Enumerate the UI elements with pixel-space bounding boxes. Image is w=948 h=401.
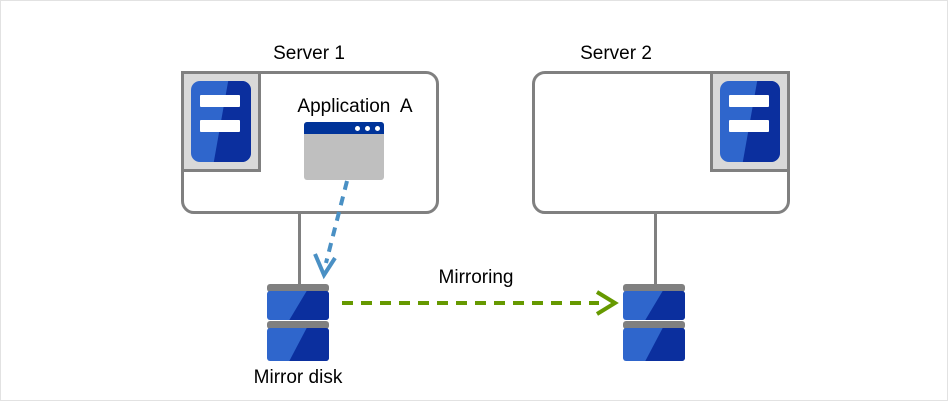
mirroring-arrow <box>342 290 619 316</box>
application-window-dot-1 <box>355 126 360 131</box>
disk-right-body-bottom <box>623 328 685 361</box>
disk-right-cap-top <box>623 284 685 292</box>
server1-disk-connector <box>298 213 301 286</box>
disk-right-cap-middle <box>623 321 685 329</box>
server2-bay-bar-bottom <box>729 120 769 132</box>
application-a-label: Application A <box>297 96 413 117</box>
server1-bay-icon <box>181 71 261 172</box>
application-window-dot-2 <box>365 126 370 131</box>
mirror-disk-right <box>623 284 685 364</box>
mirror-disk-label: Mirror disk <box>253 367 343 388</box>
server2-bay-icon <box>710 71 790 172</box>
server1-bay-unit <box>191 81 251 162</box>
application-window-icon <box>304 122 384 180</box>
server1-bay-bar-top <box>200 95 240 107</box>
server1-title: Server 1 <box>273 43 345 64</box>
server1-bay-bar-bottom <box>200 120 240 132</box>
application-window-dot-3 <box>375 126 380 131</box>
server2-title: Server 2 <box>580 43 652 64</box>
disk-left-body-top <box>267 291 329 320</box>
server2-chassis <box>532 71 790 214</box>
disk-left-cap-middle <box>267 321 329 329</box>
application-window-titlebar <box>304 122 384 134</box>
server2-bay-bar-top <box>729 95 769 107</box>
server1-chassis: Application A <box>181 71 439 214</box>
disk-left-cap-top <box>267 284 329 292</box>
mirroring-label: Mirroring <box>438 267 514 288</box>
disk-right-body-top <box>623 291 685 320</box>
disk-left-body-bottom <box>267 328 329 361</box>
mirror-disk-left <box>267 284 329 364</box>
server2-bay-unit <box>720 81 780 162</box>
server2-disk-connector <box>654 213 657 286</box>
